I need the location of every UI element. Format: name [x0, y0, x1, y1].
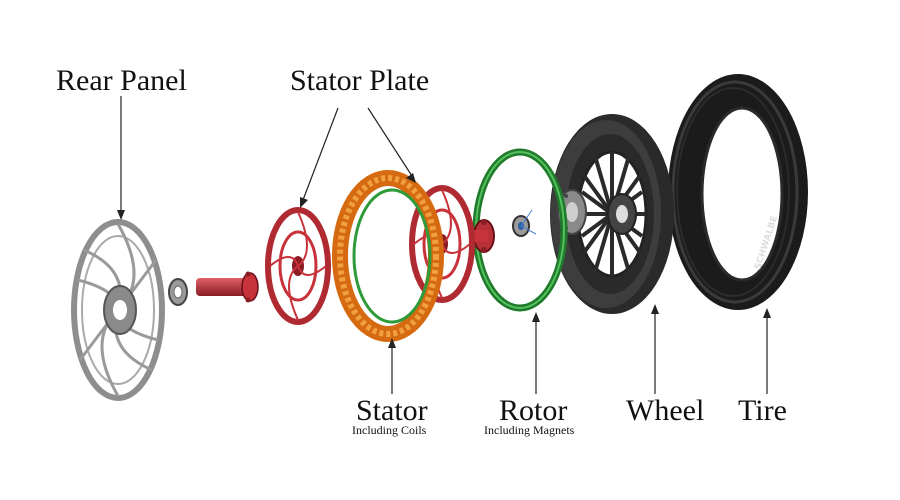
stator-plate-leader-left — [302, 107, 339, 201]
stator — [332, 170, 444, 342]
rotor-bearing — [512, 209, 537, 237]
wheel — [550, 114, 674, 314]
leader-lines — [117, 96, 771, 394]
bearing — [168, 278, 188, 306]
stator-plate-left — [265, 207, 331, 325]
stator-sublabel: Including Coils — [352, 423, 427, 437]
rotor-sublabel: Including Magnets — [484, 423, 575, 437]
rotor-label: Rotor — [499, 394, 568, 427]
stator-label: Stator — [356, 394, 428, 427]
tire-label: Tire — [738, 394, 787, 427]
tire: SCHWALBE — [668, 74, 808, 310]
wheel-label: Wheel — [626, 394, 705, 427]
rear-panel — [71, 219, 165, 401]
stator-plate-leader-right — [367, 107, 413, 177]
rear-panel-label: Rear Panel — [56, 64, 187, 97]
axle — [196, 271, 259, 303]
stator-plate-label: Stator Plate — [290, 64, 430, 97]
